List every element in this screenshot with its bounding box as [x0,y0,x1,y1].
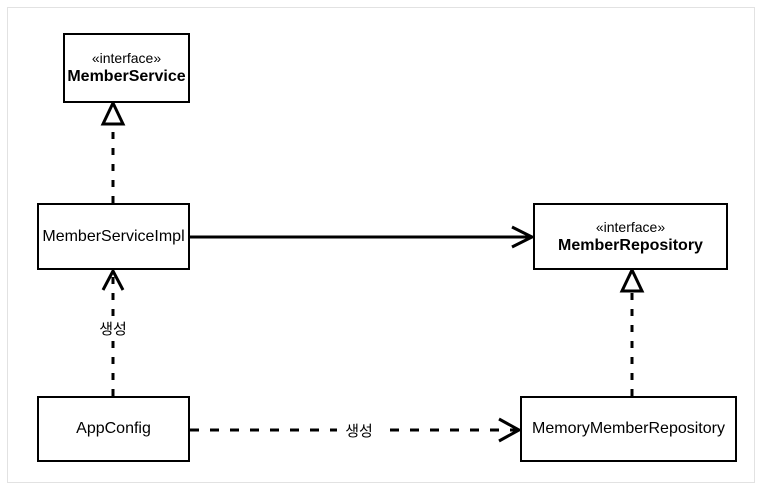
edge-appconfig-creates-impl [101,267,125,396]
open-v-arrowhead [101,267,125,291]
edge-label-create-left: 생성 [91,318,135,341]
stereotype-label: «interface» [91,50,162,66]
hollow-triangle-arrowhead [619,266,645,293]
class-box-member-repository[interactable]: «interface» MemberRepository [533,203,728,270]
stereotype-label: «interface» [595,218,666,235]
class-box-app-config[interactable]: AppConfig [37,396,190,462]
class-name-label: AppConfig [76,420,151,437]
class-name-label: MemberServiceImpl [42,227,185,245]
class-name-label: MemberService [67,68,186,85]
class-name-label: MemoryMemberRepository [532,420,725,437]
edge-label-create-bottom: 생성 [337,421,381,442]
class-box-memory-member-repository[interactable]: MemoryMemberRepository [520,396,737,462]
open-v-arrowhead [498,417,523,443]
class-box-member-service-impl[interactable]: MemberServiceImpl [37,203,190,270]
class-box-member-service[interactable]: «interface» MemberService [63,33,190,103]
open-v-arrowhead [511,225,536,249]
class-name-label: MemberRepository [558,236,703,254]
edge-impl-uses-repository [190,225,536,249]
edge-impl-realizes-service [100,99,126,203]
hollow-triangle-arrowhead [100,99,126,126]
edge-memory-realizes-repository [619,266,645,396]
